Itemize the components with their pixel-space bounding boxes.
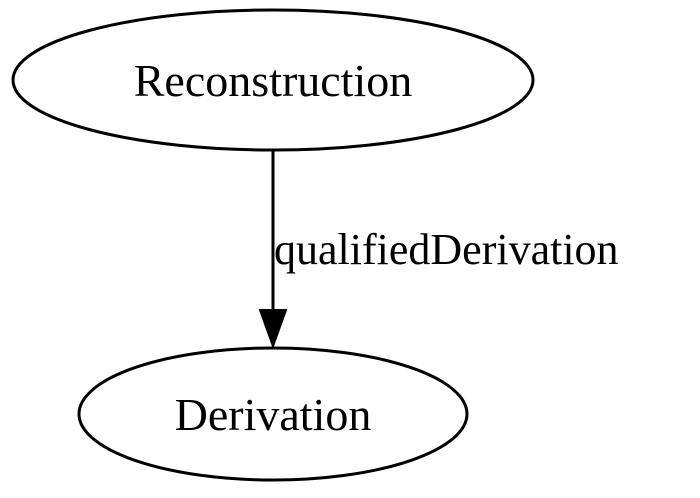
- edge-label: qualifiedDerivation: [274, 225, 619, 274]
- node-reconstruction-label: Reconstruction: [134, 55, 413, 106]
- edge-qualified-derivation: qualifiedDerivation: [258, 150, 619, 349]
- node-reconstruction: Reconstruction: [11, 8, 535, 152]
- node-derivation-label: Derivation: [175, 389, 372, 440]
- arrowhead-icon: [258, 309, 288, 349]
- node-derivation: Derivation: [77, 346, 469, 482]
- node-derivation-shape: [77, 346, 469, 482]
